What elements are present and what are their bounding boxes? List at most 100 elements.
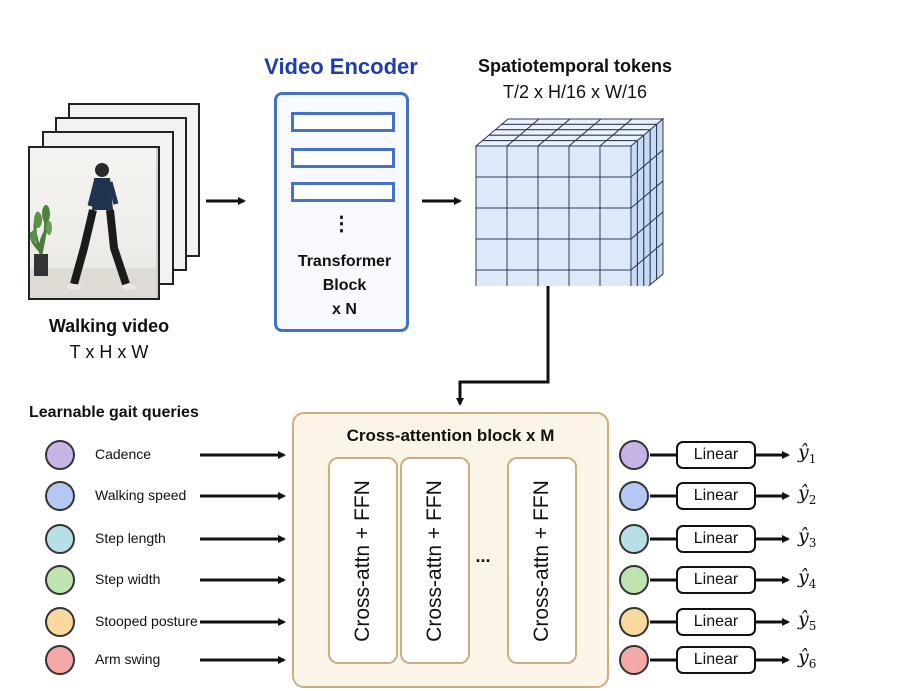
query-token-circle [45,565,75,595]
token-cell-side [656,241,664,281]
predicted-output-index: 5 [808,618,817,633]
video-encoder-title: Video Encoder [264,54,418,79]
token-cell-front [537,269,570,286]
token-cell-side [630,139,638,179]
video-encoder-box: ⋮ Transformer Block x N [274,92,409,332]
predicted-output-symbol: ŷ [798,441,809,463]
query-label: Stooped posture [95,613,198,629]
predicted-output: ŷ2 [798,482,816,507]
token-cell-side [649,216,658,255]
predicted-output: ŷ4 [798,566,816,591]
query-label: Step length [95,530,166,546]
predicted-output: ŷ1 [798,441,816,466]
predicted-output-symbol: ŷ [798,482,809,504]
predicted-output: ŷ5 [798,608,816,633]
cross-attn-ffn-layer-2: Cross-attn + FFN [400,457,470,664]
output-arrows [650,451,790,664]
encoder-layer-3 [291,182,395,202]
linear-head-box: Linear [676,441,756,469]
token-cell-side [636,227,645,266]
token-cell-front [599,269,632,286]
predicted-output-index: 3 [808,535,817,550]
token-cell-front [568,269,601,286]
token-cell-front [537,176,570,209]
token-cell-side [643,221,651,261]
token-cell-side [656,179,664,219]
query-token-circle [45,524,75,554]
walking-person-image [30,148,158,298]
predicted-output-index: 2 [808,492,817,507]
token-cell-side [630,170,638,210]
walking-video-dims: T x H x W [69,342,149,362]
encoder-layer-2 [291,148,395,168]
token-cell-front [537,238,570,271]
walking-video-title: Walking video [48,316,170,336]
tokens-title: Spatiotemporal tokens [477,56,673,76]
encoder-ellipsis: ⋮ [331,213,352,235]
token-cell-side [636,134,645,173]
cross-attn-ffn-layer-1: Cross-attn + FFN [328,457,398,664]
token-cell-side [649,247,658,286]
encoder-block-line1: Transformer [297,253,392,270]
encoder-block-line3: x N [332,301,357,318]
token-cell-side [649,123,658,162]
token-cell-side [630,201,638,241]
query-token-circle [45,607,75,637]
token-cell-front [568,238,601,271]
predicted-output: ŷ6 [798,646,816,671]
tokens-dims: T/2 x H/16 x W/16 [502,82,648,102]
token-cell-front [506,145,539,178]
query-label: Arm swing [95,651,161,667]
token-cell-front [599,145,632,178]
predicted-output-symbol: ŷ [798,525,809,547]
token-cell-side [649,154,658,193]
token-cell-side [630,232,638,272]
predicted-output-symbol: ŷ [798,608,809,630]
token-cell-front [568,207,601,240]
query-label: Step width [95,571,161,587]
token-cell-front [475,207,508,240]
token-cell-front [568,145,601,178]
output-token-circle [619,565,649,595]
cross-attn-ffn-layer-m: Cross-attn + FFN [507,457,577,664]
linear-head-box: Linear [676,525,756,553]
token-cell-side [656,117,664,157]
token-cell-side [630,263,638,286]
token-cell-front [537,145,570,178]
token-cell-front [475,238,508,271]
predicted-output-index: 1 [808,451,817,466]
token-cell-front [599,207,632,240]
token-cell-front [475,269,508,286]
query-token-circle [45,481,75,511]
video-frame-1 [28,146,160,300]
query-label: Cadence [95,446,152,462]
token-cell-side [643,128,651,168]
cross-attn-ffn-label-1: Cross-attn + FFN [351,479,374,642]
token-cell-front [475,176,508,209]
linear-head-box: Linear [676,608,756,636]
token-cell-side [656,148,664,188]
encoder-layer-1 [291,112,395,132]
cross-attn-ffn-label-2: Cross-attn + FFN [423,479,446,642]
token-cell-front [506,269,539,286]
output-token-circle [619,440,649,470]
linear-head-box: Linear [676,482,756,510]
encoder-block-line2: Block [322,277,367,294]
token-cell-side [636,165,645,204]
cross-attn-ffn-label-m: Cross-attn + FFN [530,479,553,642]
query-token-circle [45,440,75,470]
token-cell-side [636,258,645,286]
token-cell-side [656,210,664,250]
predicted-output-index: 6 [808,656,817,671]
predicted-output-index: 4 [808,576,817,591]
token-cell-front [599,238,632,271]
token-cell-front [506,238,539,271]
arrow-tokens-to-crossattn [456,286,550,406]
output-token-circle [619,645,649,675]
token-cell-side [636,196,645,235]
token-cell-side [643,252,651,286]
predicted-output-symbol: ŷ [798,646,809,668]
predicted-output: ŷ3 [798,525,816,550]
token-cell-front [568,176,601,209]
